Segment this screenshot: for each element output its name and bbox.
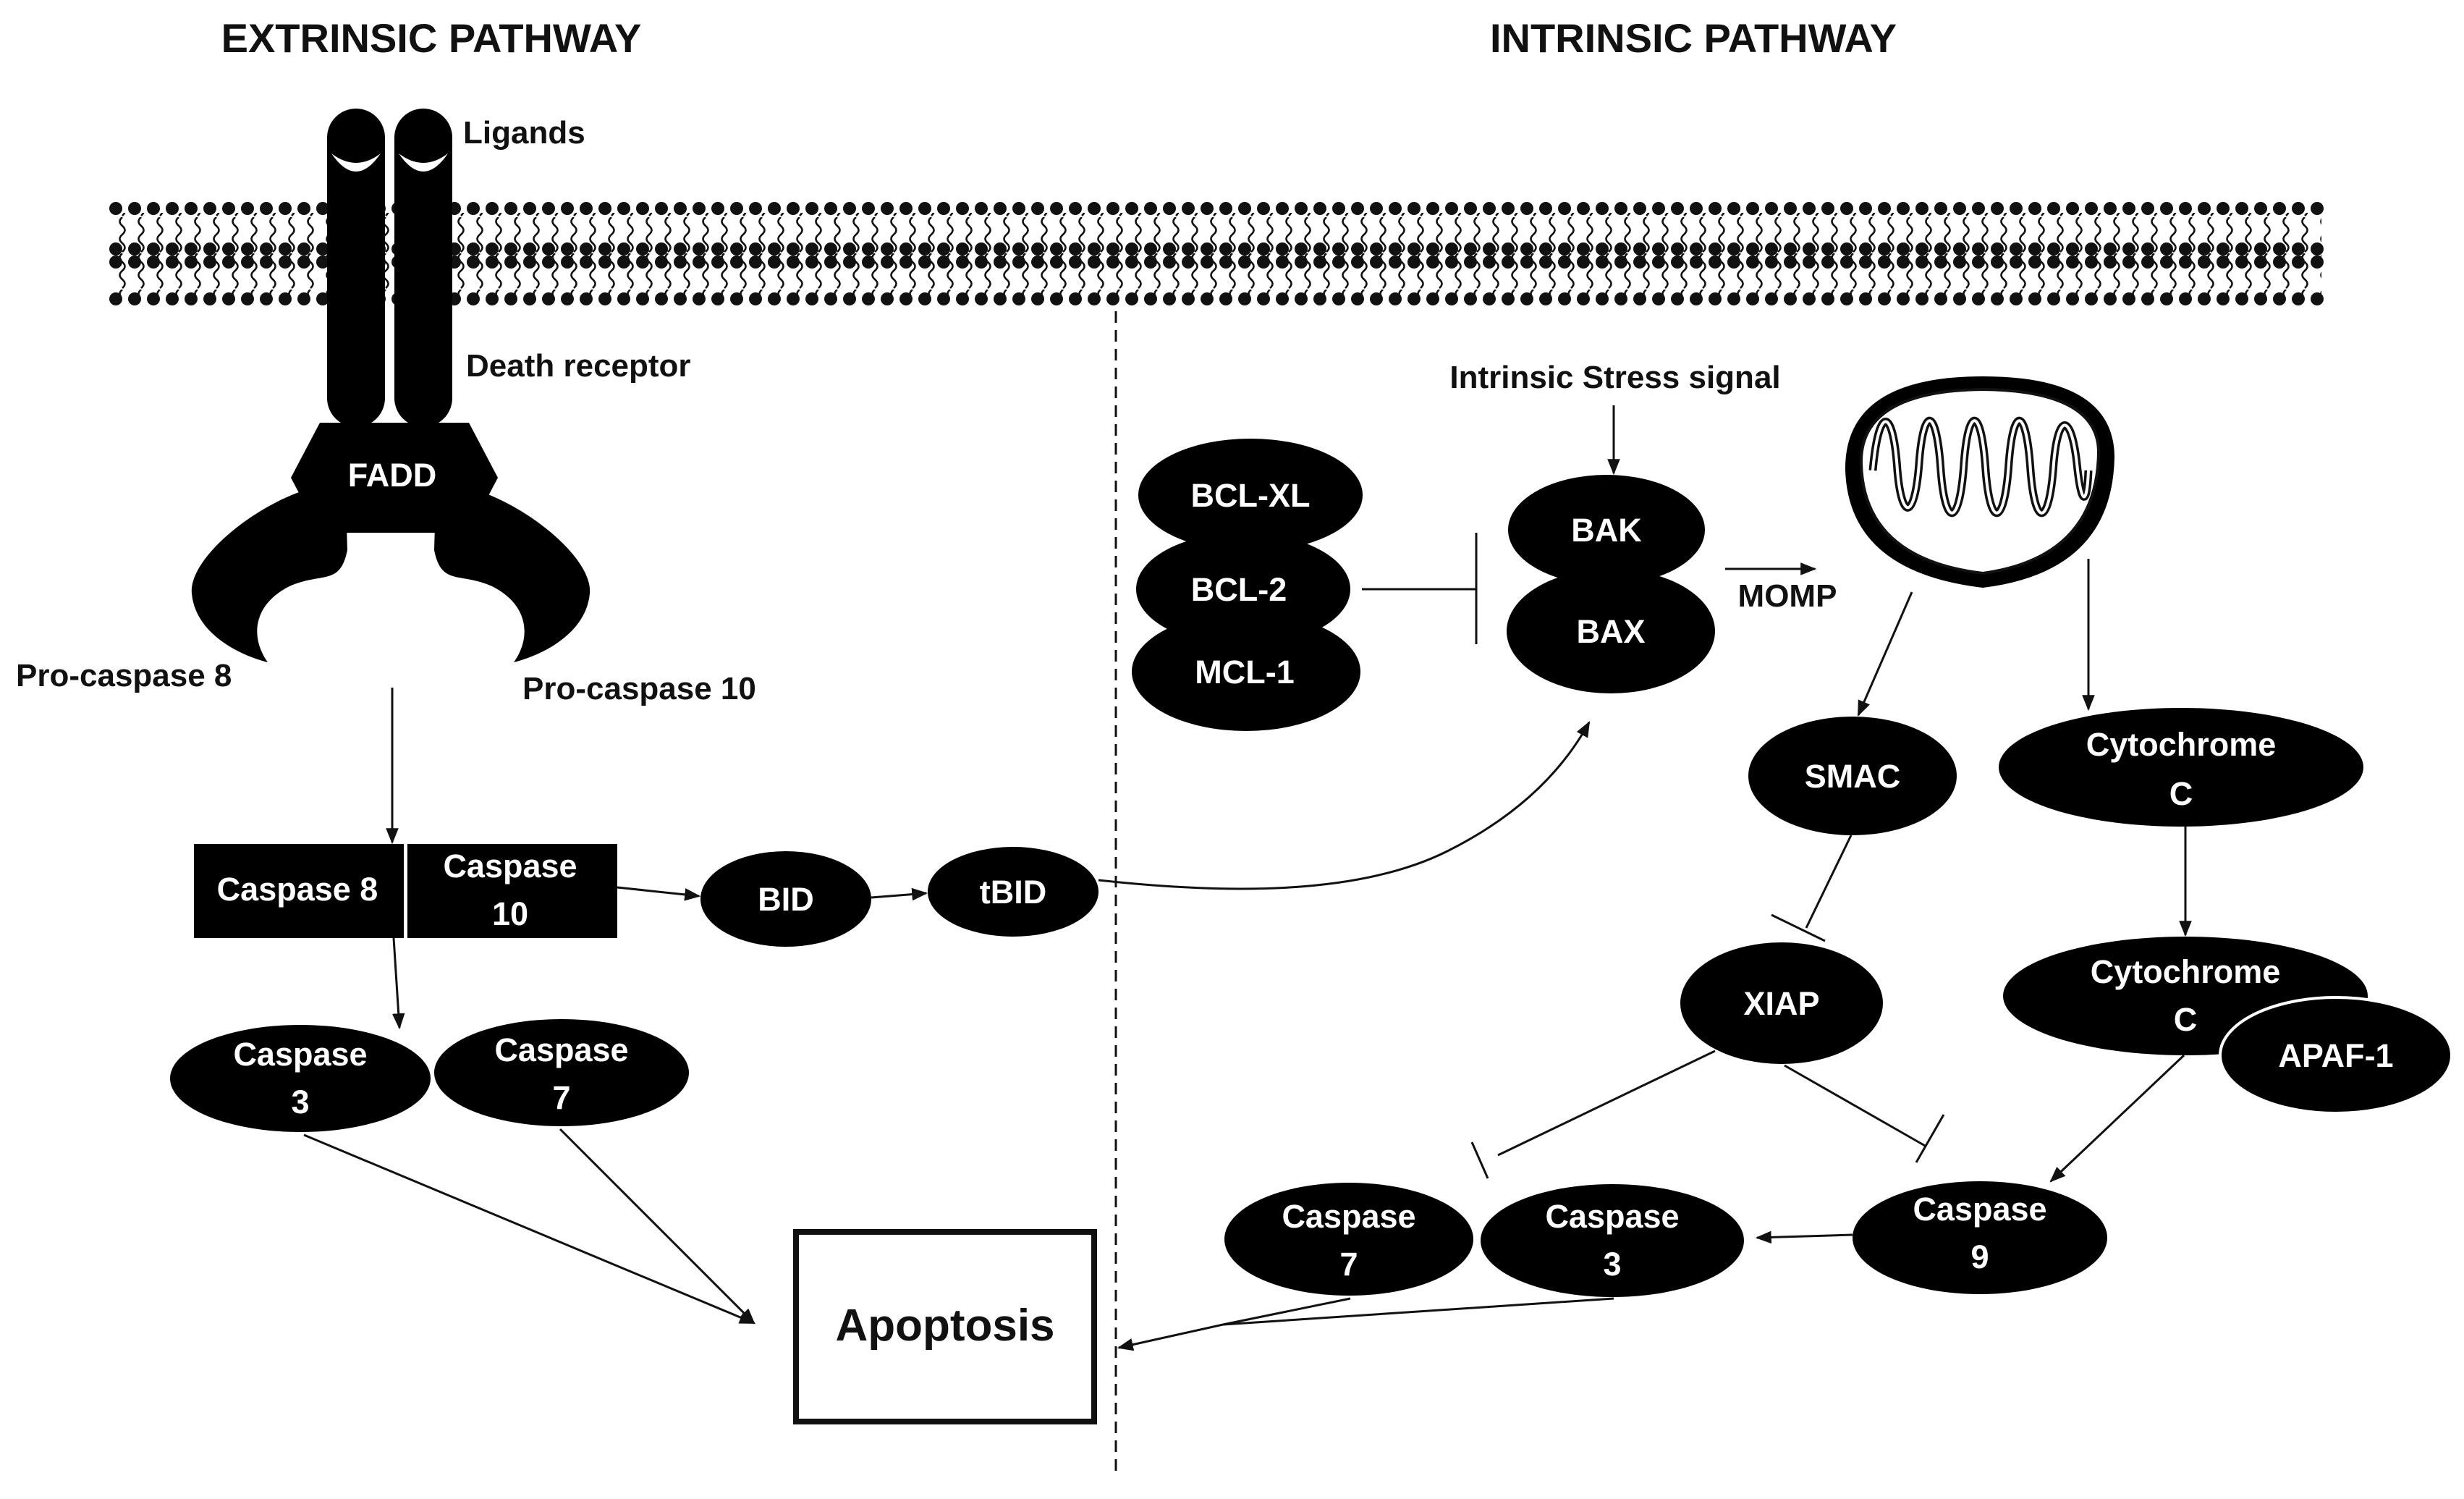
inhibit-smac-to-xiap [1805, 835, 1853, 929]
arrow-tbid-to-bax [1098, 721, 1591, 890]
inhibit-xiap-to-caspase-7 [1497, 1050, 1716, 1157]
receptor-chain-left [327, 109, 385, 427]
smac-node [1748, 717, 1957, 835]
int-caspase-3-label-line2: 3 [1603, 1246, 1621, 1283]
cytochrome-c-complex-label-line1: Cytochrome [2091, 953, 2281, 990]
int-caspase-3-label-line1: Caspase [1545, 1198, 1679, 1235]
arrow-caspase-10-to-bid [617, 886, 701, 901]
ext-caspase-7-node [434, 1019, 689, 1126]
caspase-10-node [407, 844, 617, 938]
intrinsic-pathway-title: INTRINSIC PATHWAY [1490, 15, 1897, 61]
arrow-caspase-9-to-caspase-3 [1755, 1230, 1853, 1244]
arrow-ext-caspase-7-to-apoptosis [559, 1128, 755, 1325]
bax-node [1507, 569, 1715, 693]
ligand-right [399, 153, 448, 172]
int-caspase-7-label-line1: Caspase [1282, 1198, 1415, 1235]
ext-caspase-3-label-line2: 3 [291, 1084, 309, 1120]
bcl-xl-label: BCL-XL [1191, 477, 1311, 514]
bcl-2-node [1136, 533, 1350, 646]
pro-caspase-8-label: Pro-caspase 8 [16, 658, 232, 693]
bak-node [1508, 475, 1705, 585]
ligand-left [331, 153, 381, 172]
bax-label: BAX [1576, 613, 1645, 650]
caspase-8-node [194, 844, 404, 938]
connectors [303, 405, 2192, 1351]
apoptosis-label: Apoptosis [835, 1301, 1054, 1351]
mitochondrion-icon [1845, 376, 2114, 588]
join-int-caspase-7 [1222, 1297, 1351, 1326]
caspase-10-label-line2: 10 [492, 895, 528, 932]
death-receptor-label: Death receptor [466, 348, 691, 384]
cytochrome-c-label-line2: C [2169, 775, 2193, 812]
int-caspase-3-node [1481, 1184, 1744, 1297]
bcl-2-label: BCL-2 [1191, 571, 1287, 608]
inhibit-smac-to-xiap-bar [1771, 913, 1826, 942]
int-caspase-9-label-line1: Caspase [1913, 1191, 2046, 1228]
tbid-node [928, 847, 1098, 937]
int-caspase-7-label-line2: 7 [1339, 1246, 1358, 1283]
fadd-label: FADD [348, 457, 437, 494]
xiap-label: XIAP [1743, 985, 1819, 1022]
ext-caspase-3-label-line1: Caspase [233, 1036, 367, 1073]
xiap-node [1680, 942, 1883, 1064]
bid-label: BID [758, 881, 814, 918]
mcl-1-label: MCL-1 [1195, 654, 1294, 691]
ext-caspase-3-node [170, 1025, 431, 1132]
pro-caspase-8-arm [191, 486, 347, 662]
apoptosis-box [793, 1229, 1097, 1424]
inhibit-xiap-to-caspase-7-bar [1470, 1141, 1489, 1179]
inhibit-xiap-to-caspase-9-bar [1915, 1114, 1945, 1163]
cytochrome-c-node [1999, 708, 2363, 827]
fadd-adaptor [191, 423, 590, 662]
pro-caspase-10-arm [434, 486, 590, 662]
apaf-1-label: APAF-1 [2278, 1037, 2393, 1074]
arrow-caspase-8-to-caspase-3 [391, 937, 405, 1030]
cell-membrane [109, 202, 2328, 305]
arrow-int-caspases-to-apoptosis [1117, 1297, 1614, 1351]
ligands-label: Ligands [463, 115, 585, 151]
apaf-1-node [2219, 996, 2453, 1115]
cytochrome-c-label-line1: Cytochrome [2086, 726, 2277, 763]
mitochondrion-cristae-gap [1871, 419, 2090, 515]
bid-node [700, 851, 871, 947]
inhibit-xiap-to-caspase-9 [1784, 1064, 1927, 1148]
pro-caspase-10-label: Pro-caspase 10 [522, 671, 756, 706]
smac-label: SMAC [1805, 758, 1901, 795]
ext-caspase-7-label-line1: Caspase [494, 1031, 628, 1068]
arrow-ext-caspase-3-to-apoptosis [303, 1133, 756, 1325]
int-caspase-9-label-line2: 9 [1970, 1238, 1989, 1275]
int-caspase-7-node [1224, 1183, 1473, 1296]
caspase-8-label: Caspase 8 [217, 871, 378, 908]
tbid-label: tBID [980, 874, 1046, 911]
death-receptor [327, 109, 452, 427]
momp-label: MOMP [1738, 578, 1837, 614]
bak-label: BAK [1571, 512, 1642, 549]
ext-caspase-7-label-line2: 7 [552, 1079, 570, 1116]
arrow-bid-to-tbid [871, 887, 928, 901]
arrow-mitochondrion-to-smac [1857, 591, 1913, 717]
cytochrome-c-complex-label-line2: C [2174, 1001, 2198, 1038]
caspase-10-label-line1: Caspase [443, 848, 577, 884]
receptor-chain-right [394, 109, 452, 427]
extrinsic-pathway-title: EXTRINSIC PATHWAY [221, 15, 642, 61]
int-caspase-9-node [1853, 1181, 2107, 1294]
membrane-tails [116, 213, 2321, 295]
arrow-complex-to-caspase-9 [2049, 1054, 2185, 1183]
mcl-1-node [1132, 612, 1360, 731]
bcl-xl-node [1138, 439, 1363, 552]
intrinsic-stress-label: Intrinsic Stress signal [1449, 360, 1780, 395]
